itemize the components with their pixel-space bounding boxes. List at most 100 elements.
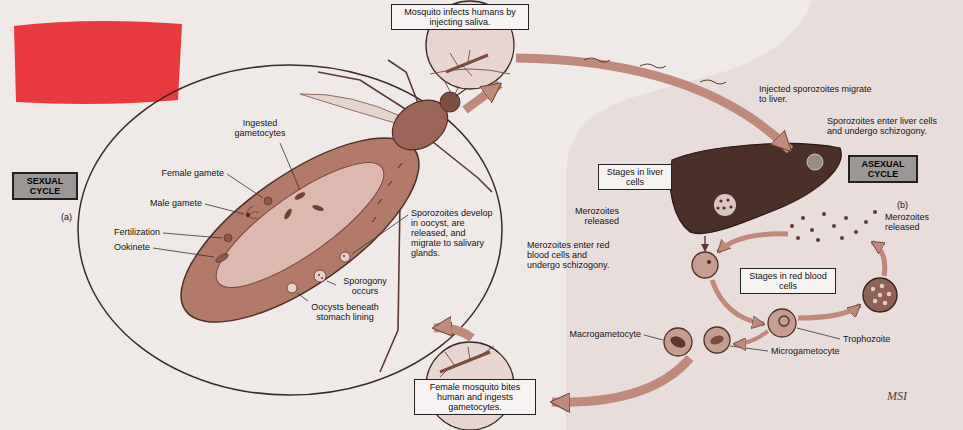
parasite-stages [287,283,297,293]
liver [670,144,841,234]
merozoite-dots [810,228,814,232]
parasite-stages [224,234,232,242]
cycle-arrow [552,358,690,402]
callout-box: Female mosquito bites human and ingests … [414,379,536,415]
merozoite-dots [790,224,794,228]
redaction-block [14,21,182,104]
parasite-stages [294,191,307,201]
panel-letter: (a) [60,212,82,222]
box-text: Mosquito infects humans by injecting sal… [396,7,524,27]
red-blood-cell [692,252,718,278]
leader-line [730,346,768,351]
red-blood-cell [878,293,882,297]
leader-line [327,281,336,285]
cycle-arrow [872,242,885,276]
parasite-stages [214,252,229,264]
liver [716,206,719,209]
cycle-arrow [704,236,705,251]
red-blood-cell [871,287,875,291]
bite-circle [450,53,458,66]
feeding-circle [445,352,455,366]
leader-line [280,143,300,190]
liver [722,206,725,209]
liver [807,154,823,170]
cycle-arrow [434,328,472,338]
sexual-cycle-circle [78,65,502,395]
part-label: Female gamete [148,168,225,178]
red-blood-cell [873,299,877,303]
cycle-arrow [734,331,768,344]
cycle-tag: ASEXUAL CYCLE [848,155,918,183]
bite-circle [462,65,472,76]
part-label: Ingested gametocytes [226,118,294,138]
process-note: Sporogony occurs [338,276,392,296]
red-blood-cell [768,309,796,337]
red-blood-cell [704,327,730,353]
bite-circle [446,55,488,72]
bite-circle [468,50,470,62]
sexual-cycle-circle [78,65,502,395]
parasite-stages [264,197,272,205]
process-note: Sporozoites develop in oocyst, are relea… [410,208,494,258]
process-note: Injected sporozoites migrate to liver. [758,84,878,104]
process-note: Merozoites enter red blood cells and und… [526,240,618,270]
leader-line [644,335,663,340]
red-blood-cell [709,334,725,346]
liver [714,194,736,216]
redaction-block [14,21,182,104]
feeding-circle [468,347,470,360]
part-label: Fertilization [98,227,161,237]
liver [670,144,841,234]
panel-letter: (b) [896,200,918,210]
part-label: Oocysts beneath stomach lining [300,302,390,322]
stage-label: Microgametocyte [770,346,852,356]
feeding-circle [440,370,447,377]
mosquito [428,138,492,192]
red-blood-cell [707,260,711,264]
box-text: SEXUAL CYCLE [17,176,73,196]
process-note: Merozoites released [884,212,956,232]
leader-line [163,233,222,238]
liver [729,205,732,208]
leader-line [227,174,263,198]
process-note: Merozoites released [562,206,620,226]
merozoite-dots [816,238,820,242]
parasite-stages [283,208,293,221]
merozoite-dots [864,220,868,224]
cycle-arrow [516,58,790,150]
box-text: ASEXUAL CYCLE [853,159,913,179]
cycle-tag: SEXUAL CYCLE [12,172,78,200]
box-text: Stages in liver cells [603,167,667,187]
parasite-stages [246,213,250,217]
box-text: Female mosquito bites human and ingests … [419,382,531,412]
cycle-arrow [718,234,788,252]
red-blood-cell [887,292,891,296]
red-blood-cell [880,284,884,288]
part-label: Ookinete [102,242,151,252]
parasite-stages [343,255,345,257]
leader-line [797,328,840,339]
leader-line [205,204,244,214]
stage-box: Stages in red blood cells [740,268,836,294]
merozoite-dots [832,224,836,228]
parasite-stages [247,206,259,219]
cycle-arrow [465,84,500,110]
mosquito [388,60,420,108]
leader-line [297,293,308,301]
merozoite-dots [796,236,800,240]
parasite-stages [318,274,320,276]
merozoite-dots [840,236,844,240]
cycle-arrow [798,305,860,318]
merozoite-dots [801,216,805,220]
part-label: Male gamete [136,198,203,208]
red-blood-cell [669,334,688,350]
leader-line [352,215,408,254]
stage-box: Stages in liver cells [598,164,672,190]
feeding-circle [440,352,490,372]
liver [726,198,729,201]
feeding-circle [480,346,494,356]
parasite-stages [321,277,323,279]
stage-label: Trophozoite [842,334,906,344]
parasite-stages [372,163,402,222]
